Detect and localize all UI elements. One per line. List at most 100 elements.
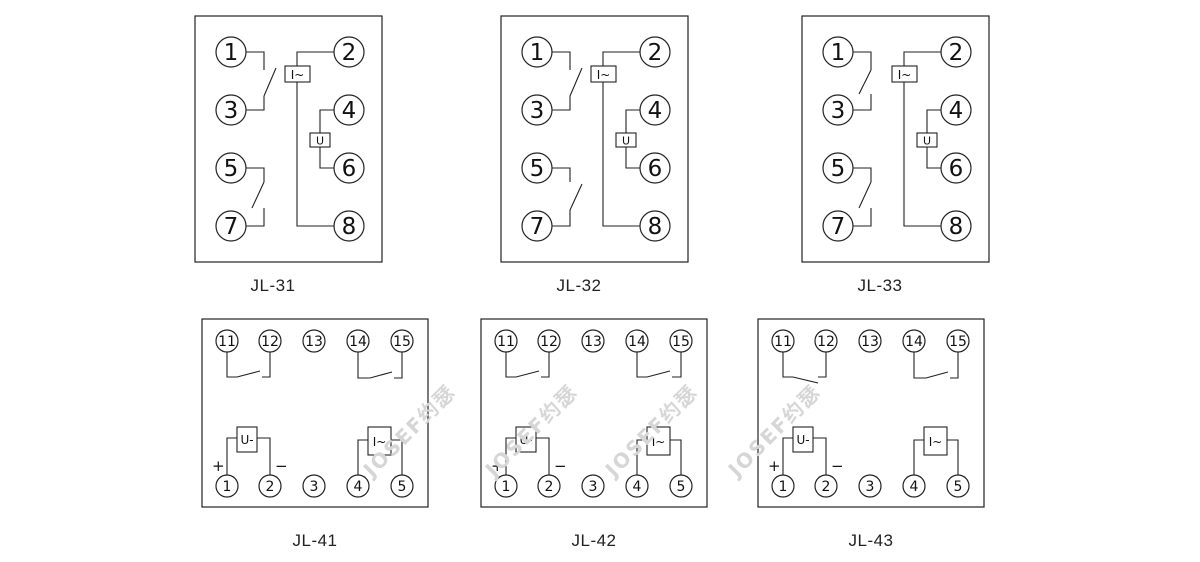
svg-text:12: 12 (540, 334, 558, 350)
svg-text:5: 5 (224, 156, 239, 182)
model-label: JL-42 (571, 531, 616, 550)
minus-sign: − (554, 457, 567, 475)
terminal-2: 2 (537, 474, 561, 498)
current-coil-label: I~ (652, 435, 666, 449)
terminal-13: 13 (858, 329, 882, 353)
svg-text:7: 7 (831, 214, 846, 240)
svg-text:3: 3 (530, 98, 545, 124)
voltage-coil-label: U- (240, 433, 253, 447)
diagram-frame (500, 15, 689, 263)
current-coil (891, 65, 918, 83)
diagram-frame (480, 318, 708, 508)
terminal-5: 5 (215, 152, 247, 184)
voltage-coil-label: U (923, 135, 931, 148)
terminal-15: 15 (669, 329, 693, 353)
terminal-2: 2 (639, 36, 671, 68)
terminal-12: 12 (537, 329, 561, 353)
model-label: JL-32 (556, 276, 601, 295)
terminal-5: 5 (946, 474, 970, 498)
terminal-4: 4 (346, 474, 370, 498)
svg-text:4: 4 (949, 98, 964, 124)
svg-text:13: 13 (584, 334, 602, 350)
svg-text:1: 1 (530, 40, 545, 66)
svg-text:4: 4 (910, 479, 919, 495)
current-coil (923, 426, 948, 456)
svg-text:1: 1 (831, 40, 846, 66)
svg-text:2: 2 (266, 479, 275, 495)
terminal-2: 2 (940, 36, 972, 68)
plus-sign: + (768, 457, 781, 475)
svg-text:3: 3 (224, 98, 239, 124)
diagram-frame (801, 15, 990, 263)
diagram-frame (757, 318, 985, 508)
terminal-3: 3 (215, 94, 247, 126)
terminal-12: 12 (814, 329, 838, 353)
terminal-4: 4 (902, 474, 926, 498)
svg-text:5: 5 (677, 479, 686, 495)
plus-sign: + (212, 457, 225, 475)
terminal-3: 3 (521, 94, 553, 126)
terminal-13: 13 (581, 329, 605, 353)
svg-text:7: 7 (224, 214, 239, 240)
terminal-14: 14 (346, 329, 370, 353)
terminal-4: 4 (333, 94, 365, 126)
svg-text:5: 5 (954, 479, 963, 495)
terminal-8: 8 (333, 210, 365, 242)
terminal-3: 3 (858, 474, 882, 498)
terminal-2: 2 (333, 36, 365, 68)
terminal-11: 11 (494, 329, 518, 353)
svg-text:6: 6 (949, 156, 964, 182)
terminal-14: 14 (625, 329, 649, 353)
terminal-3: 3 (581, 474, 605, 498)
current-coil (367, 426, 392, 456)
current-coil-label: I~ (929, 435, 943, 449)
model-label: JL-43 (848, 531, 893, 550)
current-coil-label: I~ (898, 68, 912, 82)
voltage-coil-label: U (316, 135, 324, 148)
terminal-3: 3 (302, 474, 326, 498)
voltage-coil (916, 132, 938, 148)
terminal-8: 8 (639, 210, 671, 242)
voltage-coil (792, 426, 814, 453)
minus-sign: − (275, 457, 288, 475)
plus-sign: + (491, 457, 504, 475)
svg-text:14: 14 (905, 334, 923, 350)
svg-text:6: 6 (342, 156, 357, 182)
terminal-13: 13 (302, 329, 326, 353)
diagram-frame (201, 318, 429, 508)
svg-text:3: 3 (589, 479, 598, 495)
svg-text:8: 8 (648, 214, 663, 240)
svg-text:5: 5 (831, 156, 846, 182)
model-label: JL-33 (857, 276, 902, 295)
svg-text:5: 5 (530, 156, 545, 182)
terminal-6: 6 (639, 152, 671, 184)
terminal-3: 3 (822, 94, 854, 126)
svg-text:2: 2 (545, 479, 554, 495)
svg-text:15: 15 (393, 334, 411, 350)
terminal-11: 11 (215, 329, 239, 353)
model-label: JL-41 (292, 531, 337, 550)
terminal-2: 2 (814, 474, 838, 498)
svg-text:4: 4 (354, 479, 363, 495)
svg-text:8: 8 (949, 214, 964, 240)
watermark: JOSEF约瑟 (599, 380, 702, 483)
svg-text:4: 4 (648, 98, 663, 124)
voltage-coil (309, 132, 331, 148)
svg-text:1: 1 (502, 479, 511, 495)
voltage-coil-label: U (622, 135, 630, 148)
svg-text:14: 14 (628, 334, 646, 350)
current-coil-label: I~ (373, 435, 387, 449)
diagram-jl-41: U- I~ + − 11 12 13 14 15 1 2 3 4 5 JL-41 (201, 318, 429, 550)
svg-text:11: 11 (774, 334, 792, 350)
terminal-1: 1 (215, 474, 239, 498)
terminal-7: 7 (215, 210, 247, 242)
minus-sign: − (831, 457, 844, 475)
terminal-15: 15 (390, 329, 414, 353)
svg-text:3: 3 (310, 479, 319, 495)
svg-text:12: 12 (261, 334, 279, 350)
terminal-4: 4 (625, 474, 649, 498)
diagram-jl-43: U- I~ + − 11 12 13 14 15 1 2 3 4 5 JL-43 (757, 318, 985, 550)
terminal-4: 4 (940, 94, 972, 126)
diagram-jl-32: I~ U 1 2 3 4 5 6 7 8 JL-32 (500, 15, 689, 295)
svg-text:2: 2 (342, 40, 357, 66)
